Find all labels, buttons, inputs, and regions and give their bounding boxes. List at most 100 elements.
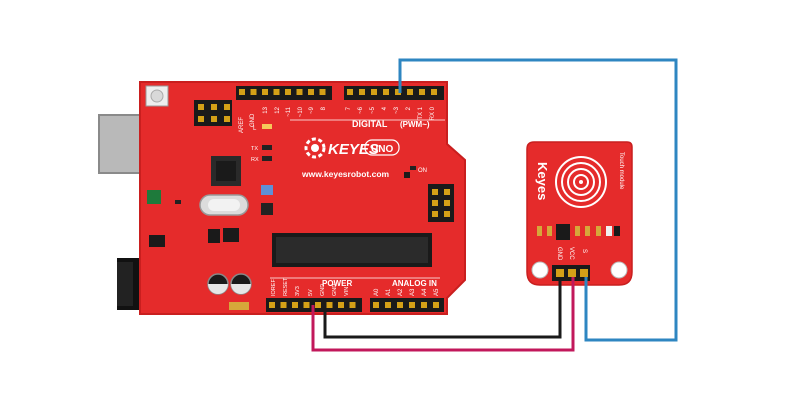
analog-pin-labels: A0 A1 A2 A3 A4 A5 (374, 288, 440, 296)
pin-hole (315, 302, 321, 308)
led-l-label: L (253, 126, 257, 132)
power-led-label: ON (418, 168, 427, 174)
digital-pin-holes (239, 89, 437, 95)
pin-hole (308, 89, 314, 95)
digital-pin-label: 8 (321, 106, 327, 110)
brand-logo-text: KEYES (328, 141, 379, 158)
pin-hole (431, 89, 437, 95)
pin-hole (347, 89, 353, 95)
power-pin-label: 5V (308, 289, 314, 296)
analog-pin-label: A4 (422, 288, 428, 296)
digital-pin-label: 2 (406, 106, 412, 110)
pin-hole (373, 302, 379, 308)
icsp-header-top (194, 100, 232, 126)
status-leds: L TX RX (251, 124, 272, 163)
mount-hole-left (531, 261, 549, 279)
pin-hole (338, 302, 344, 308)
wire-gnd (323, 277, 562, 339)
pin-hole (269, 302, 275, 308)
module-title-label: Touch module (618, 152, 624, 190)
bottom-pin-holes (269, 302, 439, 308)
module-pin-gnd-label: GND (556, 247, 562, 261)
pin-hole (433, 302, 439, 308)
power-pin-label: RESET (283, 277, 289, 296)
keyes-gear-logo (304, 137, 326, 159)
aref-label: AREF (239, 117, 245, 133)
atmega-microcontroller (272, 233, 432, 267)
pin-hole (273, 89, 280, 95)
wire-vcc (311, 277, 575, 352)
digital-header-left (236, 86, 332, 100)
digital-pin-label: ~3 (394, 106, 400, 114)
touch-module: Keyes Touch module GND VCC S (526, 141, 633, 286)
icsp-header-right (428, 184, 454, 222)
analog-pin-label: A1 (386, 288, 392, 296)
led-tx-label: TX (251, 146, 258, 152)
pin-hole (239, 89, 245, 95)
pin-hole (349, 302, 356, 308)
pin-hole (421, 302, 427, 308)
pin-hole (419, 89, 425, 95)
analog-header (370, 298, 444, 312)
pin-hole (285, 89, 291, 95)
pin-hole (385, 302, 391, 308)
digital-pin-label: 7 (346, 106, 352, 110)
pin-hole (319, 89, 326, 95)
module-components (537, 224, 620, 240)
pin-hole (395, 89, 401, 95)
pin-hole (296, 89, 303, 95)
pin-hole (359, 89, 365, 95)
analog-pin-label: A2 (398, 288, 404, 296)
pin-hole (397, 302, 403, 308)
digital-pin-label: 12 (275, 106, 281, 113)
pin-hole (407, 89, 413, 95)
power-pin-label: IOREF (271, 279, 277, 296)
pin-hole (262, 89, 268, 95)
digital-pin-label: ~10 (298, 106, 304, 117)
pin-hole (303, 302, 310, 308)
digital-pin-label: ~11 (286, 106, 292, 116)
usb-chip (211, 156, 241, 186)
pwm-label: (PWM~) (400, 120, 430, 129)
digital-pin-label: 4 (382, 106, 388, 110)
module-pin-vcc-label: VCC (568, 247, 574, 260)
pin-hole (409, 302, 415, 308)
digital-pin-label: TX 1 (418, 106, 424, 119)
analog-in-label: ANALOG IN (392, 279, 437, 288)
power-label: POWER (322, 279, 352, 288)
board-url: www.keyesrobot.com (301, 169, 390, 179)
power-pin-label: GND (320, 284, 326, 296)
digital-pin-label: ~9 (309, 106, 315, 114)
module-brand-label: Keyes (535, 162, 550, 200)
pin-hole (250, 89, 257, 95)
wires (311, 58, 678, 352)
digital-pin-label: ~5 (370, 106, 376, 114)
led-rx-label: RX (251, 157, 259, 163)
capacitors (207, 273, 252, 295)
analog-pin-label: A0 (374, 288, 380, 296)
pin-hole (292, 302, 298, 308)
crystal-oscillator (199, 194, 249, 216)
gnd-top-label: GND (250, 113, 256, 127)
module-pin-s-label: S (581, 249, 587, 253)
power-pin-label: VIN (344, 287, 350, 296)
pin-hole (326, 302, 333, 308)
pin-hole (280, 302, 287, 308)
digital-pin-label: ~6 (358, 106, 364, 114)
pin-hole (383, 89, 389, 95)
analog-pin-label: A3 (410, 288, 416, 296)
touch-pad[interactable] (555, 156, 607, 208)
board-model-label: UNO (371, 144, 393, 155)
power-led (410, 166, 416, 170)
mount-hole-right (610, 261, 628, 279)
blue-resistor (261, 185, 273, 195)
power-pin-label: GND (332, 284, 338, 296)
digital-pin-label: RX 0 (430, 106, 436, 120)
wire-signal (398, 58, 678, 342)
analog-pin-label: A5 (434, 288, 440, 296)
digital-label: DIGITAL (352, 119, 388, 129)
